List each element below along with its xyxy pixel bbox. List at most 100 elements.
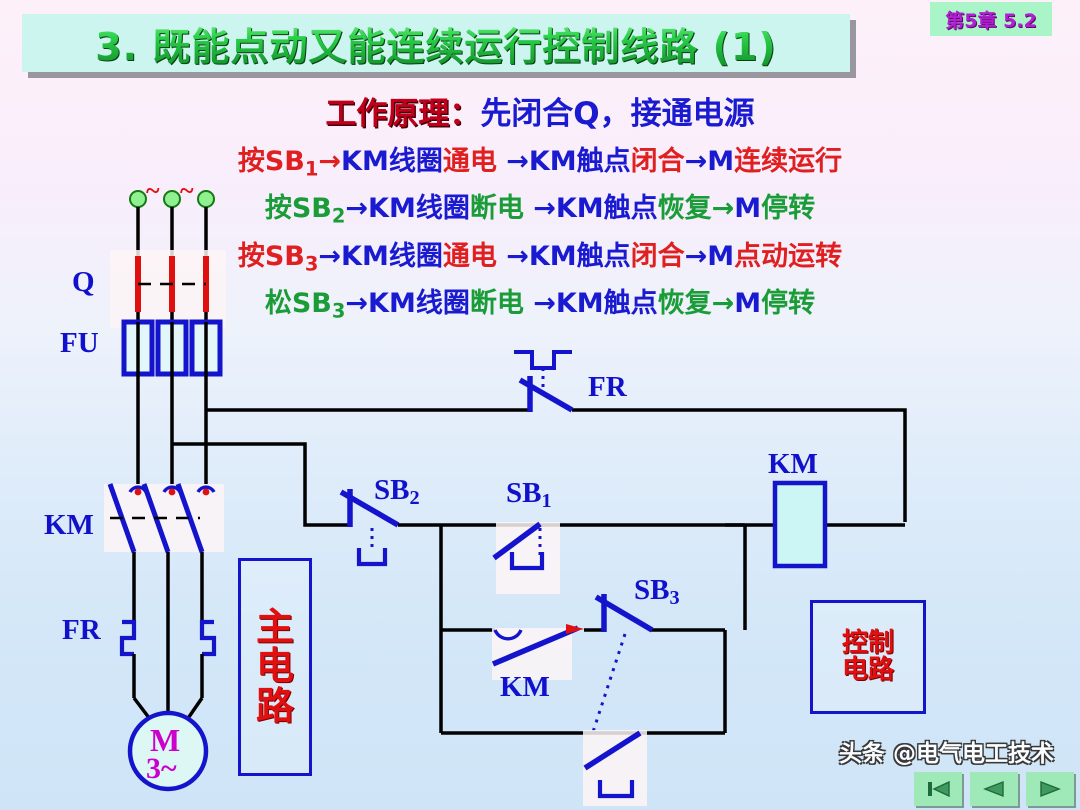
step-coil: KM线圈 bbox=[368, 288, 470, 320]
label-disconnect-q: Q bbox=[72, 266, 95, 298]
step-press: 按SB bbox=[264, 193, 332, 225]
principle-heading-rest: 先闭合Q，接通电源 bbox=[480, 96, 755, 132]
disconnect-switch-q[interactable] bbox=[135, 256, 209, 312]
first-slide-icon bbox=[928, 780, 950, 798]
sb2-stop-button[interactable] bbox=[339, 489, 400, 567]
step-coil: KM线圈 bbox=[368, 193, 470, 225]
step-arrow-2: → bbox=[506, 146, 529, 177]
main-circuit-char-2: 电 bbox=[255, 644, 294, 689]
step-arrow-1: → bbox=[345, 288, 369, 320]
principle-step: 按SB3→KM线圈通电 →KM触点闭合→M点动运转 bbox=[0, 234, 1080, 275]
sb1-start-button[interactable] bbox=[492, 521, 545, 571]
step-arrow-2: → bbox=[533, 193, 556, 225]
label-km-coil: KM bbox=[768, 448, 818, 480]
step-contact: KM触点 bbox=[528, 146, 631, 177]
slide-nav-bar[interactable] bbox=[914, 772, 1074, 806]
step-motor: M bbox=[707, 240, 735, 272]
step-arrow-1: → bbox=[318, 146, 342, 177]
page-title: 3. 既能点动又能连续运行控制线路 (1) bbox=[95, 16, 777, 71]
step-press-sub: 3 bbox=[331, 299, 346, 323]
supply-leads bbox=[136, 207, 208, 256]
step-motor: M bbox=[707, 146, 735, 177]
step-motor: M bbox=[734, 288, 762, 320]
step-contact: KM触点 bbox=[555, 193, 658, 225]
control-circuit-box: 控制 电路 bbox=[810, 600, 926, 714]
label-sb3: SB3 bbox=[634, 574, 680, 610]
step-contact: KM触点 bbox=[555, 288, 658, 320]
km-coil[interactable] bbox=[772, 480, 828, 569]
chapter-badge: 第5章 5.2 bbox=[930, 2, 1052, 36]
sb3-jog-no-contact[interactable] bbox=[583, 730, 642, 799]
first-slide-button[interactable] bbox=[914, 772, 962, 806]
label-sb2-sub: 2 bbox=[409, 487, 420, 510]
step-coil: KM线圈 bbox=[341, 240, 443, 272]
principle-step: 按SB2→KM线圈断电 →KM触点恢复→M停转 bbox=[0, 186, 1080, 227]
control-circuit-line-1: 控制 bbox=[841, 627, 894, 658]
step-contact-state: 闭合 bbox=[630, 240, 685, 272]
step-coil-state: 通电 bbox=[442, 240, 497, 272]
principle-block: 工作原理：先闭合Q，接通电源 按SB1→KM线圈通电 →KM触点闭合→M连续运行… bbox=[0, 88, 1080, 323]
step-contact-state: 恢复 bbox=[657, 288, 712, 320]
next-slide-button[interactable] bbox=[1026, 772, 1074, 806]
watermark-text: 头条 @电气电工技术 bbox=[838, 741, 1054, 767]
step-motor-state: 停转 bbox=[761, 288, 816, 320]
main-circuit-char-3: 路 bbox=[255, 683, 294, 728]
label-sb2: SB2 bbox=[374, 474, 420, 510]
step-contact-state: 闭合 bbox=[630, 146, 685, 177]
fuses-fu bbox=[121, 319, 223, 377]
step-contact-state: 恢复 bbox=[657, 193, 712, 225]
control-circuit-line-2: 电路 bbox=[841, 655, 894, 685]
step-press: 按SB bbox=[237, 240, 305, 272]
slide-title-band: 3. 既能点动又能连续运行控制线路 (1) bbox=[22, 14, 850, 72]
km-seal-in-contact[interactable] bbox=[491, 624, 584, 667]
principle-step: 按SB1→KM线圈通电 →KM触点闭合→M连续运行 bbox=[0, 139, 1080, 180]
km-to-fr-leads bbox=[132, 552, 204, 700]
previous-slide-button[interactable] bbox=[970, 772, 1018, 806]
km-main-contacts[interactable] bbox=[107, 483, 216, 553]
principle-step: 松SB3→KM线圈断电 →KM触点恢复→M停转 bbox=[0, 281, 1080, 322]
step-arrow-3: → bbox=[711, 288, 735, 320]
fr-nc-contact[interactable] bbox=[514, 350, 574, 413]
motor-phase-label: 3~ bbox=[146, 752, 177, 785]
main-circuit-char-1: 主 bbox=[255, 604, 294, 649]
step-arrow-3: → bbox=[684, 146, 708, 177]
label-km-seal: KM bbox=[500, 671, 550, 703]
step-press-sub: 1 bbox=[304, 157, 319, 181]
step-press-sub: 3 bbox=[304, 252, 319, 276]
step-arrow-1: → bbox=[345, 193, 369, 225]
label-sb3-sub: 3 bbox=[669, 587, 680, 610]
fr-heater-leads bbox=[132, 654, 204, 698]
chapter-badge-label: 第5章 5.2 bbox=[945, 9, 1037, 32]
label-sb1-sub: 1 bbox=[541, 490, 552, 513]
principle-heading: 工作原理：先闭合Q，接通电源 bbox=[0, 88, 1080, 133]
coil-rails bbox=[725, 523, 905, 630]
step-coil-state: 断电 bbox=[469, 193, 524, 225]
step-arrow-1: → bbox=[318, 240, 342, 272]
step-coil-state: 断电 bbox=[469, 288, 524, 320]
step-contact: KM触点 bbox=[528, 240, 631, 272]
fu-to-km-leads bbox=[136, 374, 208, 484]
step-arrow-2: → bbox=[533, 288, 556, 320]
supply-tilde-2: ~ bbox=[180, 176, 194, 205]
principle-heading-label: 工作原理： bbox=[325, 96, 481, 132]
supply-terminals bbox=[129, 190, 215, 208]
sb3-jog-nc-contact[interactable] bbox=[590, 594, 654, 736]
step-coil: KM线圈 bbox=[341, 146, 443, 177]
step-motor-state: 连续运行 bbox=[734, 146, 843, 177]
next-slide-icon bbox=[1040, 780, 1061, 798]
label-fr-contact: FR bbox=[588, 371, 627, 403]
step-motor: M bbox=[734, 193, 762, 225]
sb3-no-backdrop bbox=[583, 730, 647, 806]
previous-slide-icon bbox=[983, 780, 1004, 798]
label-sb3-text: SB bbox=[634, 574, 670, 606]
step-coil-state: 通电 bbox=[442, 146, 497, 177]
step-motor-state: 停转 bbox=[761, 193, 816, 225]
label-sb1: SB1 bbox=[506, 477, 552, 513]
label-sb1-text: SB bbox=[506, 477, 542, 509]
thermal-relay-heaters-fr bbox=[119, 619, 217, 657]
step-arrow-3: → bbox=[684, 240, 708, 272]
label-fuse-fu: FU bbox=[60, 327, 99, 359]
label-sb2-text: SB bbox=[374, 474, 410, 506]
step-press: 松SB bbox=[264, 288, 332, 320]
